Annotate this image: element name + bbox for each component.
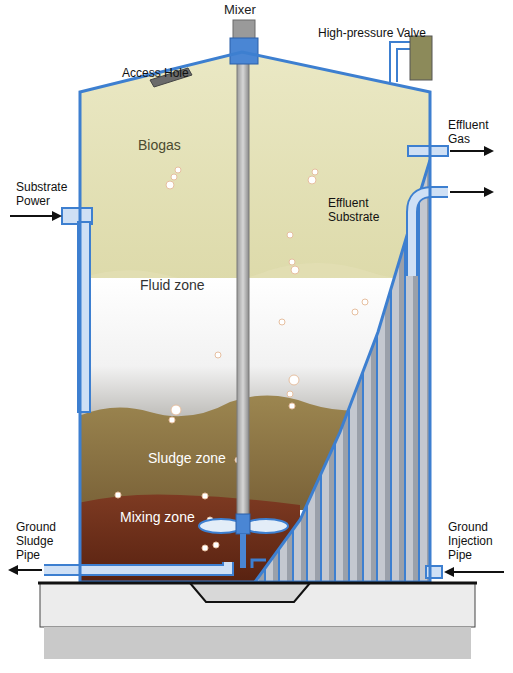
high-pressure-valve-part (390, 42, 410, 82)
part-label: Effluent Substrate (328, 196, 400, 224)
zone-label: Biogas (138, 137, 181, 153)
pipes-part (44, 562, 228, 570)
zone-label: Sludge zone (148, 450, 226, 466)
mixer-assembly-part (240, 534, 246, 568)
gas-bubbles-part (289, 259, 295, 265)
part-label: Substrate Power (16, 180, 76, 208)
base-slab-part (190, 583, 310, 602)
flow-arrows-part (446, 571, 504, 573)
part-label: Ground Sludge Pipe (16, 520, 66, 562)
pipes-part (44, 562, 228, 570)
part-label: Effluent Gas (448, 118, 504, 146)
biogas-band: Biogas (82, 95, 422, 273)
part-label: Ground Injection Pipe (448, 520, 508, 562)
gas-bubbles-part (362, 299, 368, 305)
fluid-zone-band: Fluid zone (82, 276, 402, 416)
flow-arrows-part (10, 569, 42, 571)
gas-bubbles-part (312, 169, 318, 175)
mixer-assembly-part (237, 62, 249, 517)
gas-bubbles-part (171, 174, 177, 180)
part-label: Access Hole (122, 66, 212, 80)
gas-bubbles-part (169, 417, 175, 423)
tank-contents (70, 40, 440, 590)
mixer-box: Mixer (220, 2, 268, 18)
pipes-part (408, 146, 448, 156)
gas-bubbles-part (291, 266, 299, 274)
mixer-assembly-part (244, 519, 288, 533)
mixing-zone-band: Mixing zone (82, 500, 262, 580)
gas-bubbles-part (279, 319, 285, 325)
gas-bubbles-part (289, 375, 299, 385)
gas-bubbles-part (166, 181, 174, 189)
gas-bubbles-part (213, 542, 219, 548)
zone-label: Mixing zone (120, 509, 195, 525)
tank-wall-part (80, 52, 430, 582)
pipes-part (426, 566, 442, 578)
base-slab-part (40, 583, 475, 627)
gas-bubbles-part (175, 167, 181, 173)
tank-wall (38, 52, 477, 583)
tank-wall-part (38, 582, 477, 585)
mixer-assembly-part (236, 514, 250, 534)
sludge-zone-band: Sludge zone (82, 420, 282, 500)
part-label: High-pressure Valve (318, 26, 458, 40)
base-slab-part (44, 627, 471, 659)
flow-arrows-part (450, 150, 492, 152)
gas-bubbles-part (289, 403, 295, 409)
gas-bubbles-part (215, 352, 221, 358)
flow-arrows-part (450, 191, 492, 193)
tank-contents-part (255, 160, 430, 582)
tank-contents-part (70, 40, 440, 300)
mixer-assembly (199, 20, 288, 568)
flow-arrows-part (10, 215, 60, 217)
high-pressure-valve-part (410, 36, 432, 80)
zone-label: Mixer (224, 2, 256, 18)
gas-bubbles-part (171, 405, 181, 415)
gas-bubbles-part (115, 492, 121, 498)
gas-bubbles-part (287, 391, 293, 397)
mixer-assembly-part (233, 20, 255, 40)
gas-bubbles-part (308, 176, 316, 184)
gas-bubbles-part (352, 309, 358, 315)
gas-bubbles-part (202, 545, 208, 551)
pipes-part (252, 560, 266, 568)
pipes (44, 146, 448, 578)
gas-bubbles-part (287, 232, 293, 238)
zone-label: Fluid zone (140, 277, 205, 293)
gas-bubbles-part (202, 493, 208, 499)
high-pressure-valve (390, 36, 432, 82)
base-slab (40, 583, 475, 659)
